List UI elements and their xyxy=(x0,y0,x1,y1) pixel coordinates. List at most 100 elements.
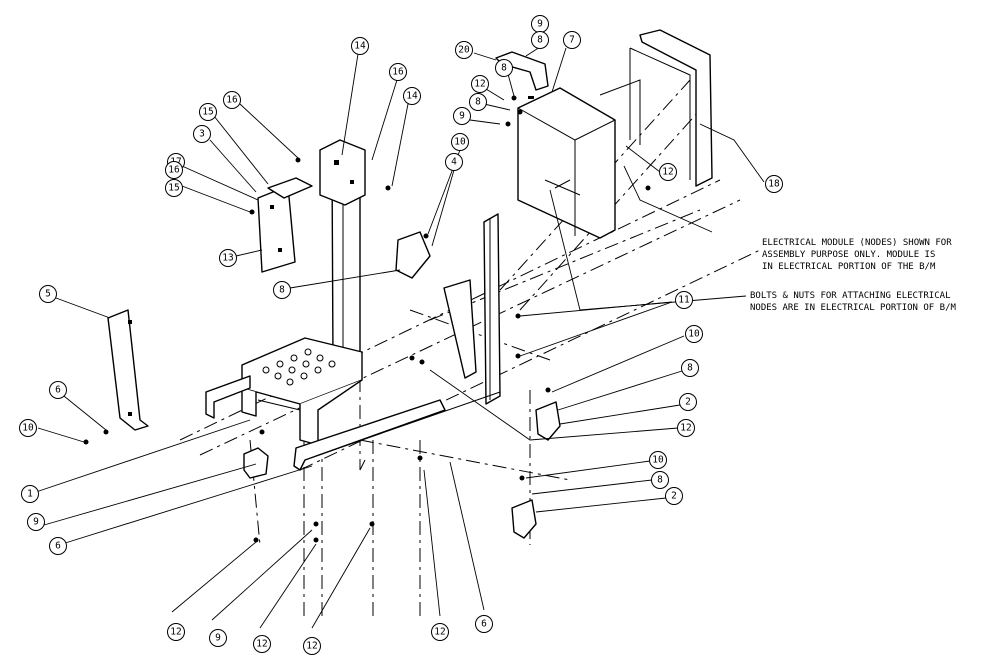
balloon-number: 8 xyxy=(687,363,693,374)
balloon-circle xyxy=(39,285,57,303)
balloon-circle xyxy=(681,359,699,377)
balloon-number: 2 xyxy=(671,491,677,502)
balloon-number: 13 xyxy=(222,253,233,264)
balloon-9-c: 9 xyxy=(209,629,227,647)
balloon-10-d: 10 xyxy=(649,451,667,469)
base-frame xyxy=(205,279,501,471)
balloon-number: 6 xyxy=(481,619,487,630)
balloon-number: 10 xyxy=(22,423,34,434)
balloon-circle xyxy=(403,87,421,105)
balloon-circle xyxy=(223,91,241,109)
balloon-circle xyxy=(531,31,549,49)
balloon-number: 6 xyxy=(55,541,61,552)
balloon-6-a: 6 xyxy=(49,381,67,399)
balloon-16-b: 16 xyxy=(223,91,241,109)
note-electrical-module-line-3: IN ELECTRICAL PORTION OF THE B/M xyxy=(762,262,936,272)
balloon-number: 14 xyxy=(354,41,366,52)
balloon-10-b: 10 xyxy=(685,325,703,343)
fasteners xyxy=(83,41,651,543)
balloon-circle xyxy=(21,485,39,503)
balloon-1: 1 xyxy=(21,485,39,503)
balloon-circle xyxy=(253,635,271,653)
balloon-circle xyxy=(685,325,703,343)
balloon-number: 15 xyxy=(202,107,213,118)
balloon-3: 3 xyxy=(193,125,211,143)
note-bolts-nuts-line-2: NODES ARE IN ELECTRICAL PORTION OF B/M xyxy=(750,303,956,313)
balloon-2-b: 2 xyxy=(665,487,683,505)
balloon-circle xyxy=(199,103,217,121)
balloon-callouts: 9820781289141614161531716151041381218511… xyxy=(19,15,783,655)
balloon-13: 13 xyxy=(219,249,237,267)
balloon-circle xyxy=(209,629,227,647)
balloon-10-c: 10 xyxy=(19,419,37,437)
balloon-16-c: 16 xyxy=(165,161,183,179)
balloon-number: 9 xyxy=(215,633,221,644)
leader-lines xyxy=(29,30,765,629)
balloon-number: 14 xyxy=(406,91,418,102)
balloon-8-top: 8 xyxy=(531,31,549,49)
balloon-5: 5 xyxy=(39,285,57,303)
balloon-number: 6 xyxy=(55,385,61,396)
balloon-number: 5 xyxy=(45,289,51,300)
part-13-plate xyxy=(257,185,296,273)
balloon-circle xyxy=(563,31,581,49)
balloon-number: 16 xyxy=(226,95,238,106)
note-electrical-module: ELECTRICAL MODULE (NODES) SHOWN FOR ASSE… xyxy=(762,238,952,272)
balloon-number: 9 xyxy=(33,517,39,528)
balloon-number: 8 xyxy=(475,97,481,108)
balloon-number: 18 xyxy=(768,179,780,190)
balloon-circle xyxy=(273,281,291,299)
balloon-10-a: 10 xyxy=(451,133,469,151)
note-bolts-nuts-line-1: BOLTS & NUTS FOR ATTACHING ELECTRICAL xyxy=(750,291,950,301)
balloon-circle xyxy=(219,249,237,267)
balloon-15-b: 15 xyxy=(165,179,183,197)
balloon-8-c: 8 xyxy=(681,359,699,377)
balloon-number: 10 xyxy=(688,329,700,340)
part-2-brackets xyxy=(511,401,561,539)
balloon-12-e: 12 xyxy=(253,635,271,653)
balloon-circle xyxy=(389,63,407,81)
part-4-bracket xyxy=(395,231,431,279)
part-18-cover xyxy=(599,29,713,187)
balloon-circle xyxy=(649,451,667,469)
balloon-number: 8 xyxy=(537,35,543,46)
balloon-9-b: 9 xyxy=(27,513,45,531)
right-upright xyxy=(483,213,501,405)
balloon-circle xyxy=(165,161,183,179)
balloon-20: 20 xyxy=(455,41,473,59)
balloon-circle xyxy=(677,419,695,437)
balloon-circle xyxy=(679,393,697,411)
part-9-clamp xyxy=(243,447,269,479)
balloon-number: 3 xyxy=(199,129,205,140)
left-upright-post xyxy=(319,139,366,369)
balloon-circle xyxy=(475,615,493,633)
balloon-circle xyxy=(675,291,693,309)
balloon-number: 12 xyxy=(662,167,673,178)
balloon-circle xyxy=(469,93,487,111)
balloon-11: 11 xyxy=(675,291,693,309)
balloon-6-b: 6 xyxy=(49,537,67,555)
step-holes xyxy=(262,348,336,386)
balloon-12-f: 12 xyxy=(303,637,321,655)
balloon-number: 15 xyxy=(168,183,179,194)
balloon-number: 8 xyxy=(501,63,507,74)
part-7-electrical-module xyxy=(517,87,616,239)
balloon-circle xyxy=(193,125,211,143)
balloon-circle xyxy=(651,471,669,489)
balloon-12-d: 12 xyxy=(167,623,185,641)
balloon-8-d: 8 xyxy=(651,471,669,489)
balloon-number: 7 xyxy=(569,35,575,46)
balloon-15-a: 15 xyxy=(199,103,217,121)
balloon-circle xyxy=(665,487,683,505)
balloon-number: 16 xyxy=(168,165,180,176)
balloon-circle xyxy=(659,163,677,181)
balloon-number: 4 xyxy=(451,157,457,168)
step-platform xyxy=(241,337,363,446)
note-electrical-module-line-1: ELECTRICAL MODULE (NODES) SHOWN FOR xyxy=(762,238,952,248)
balloon-12-right: 12 xyxy=(659,163,677,181)
balloon-number: 9 xyxy=(459,111,465,122)
balloon-circle xyxy=(451,133,469,151)
balloon-circle xyxy=(445,153,463,171)
balloon-number: 12 xyxy=(680,423,691,434)
balloon-16-a: 16 xyxy=(389,63,407,81)
